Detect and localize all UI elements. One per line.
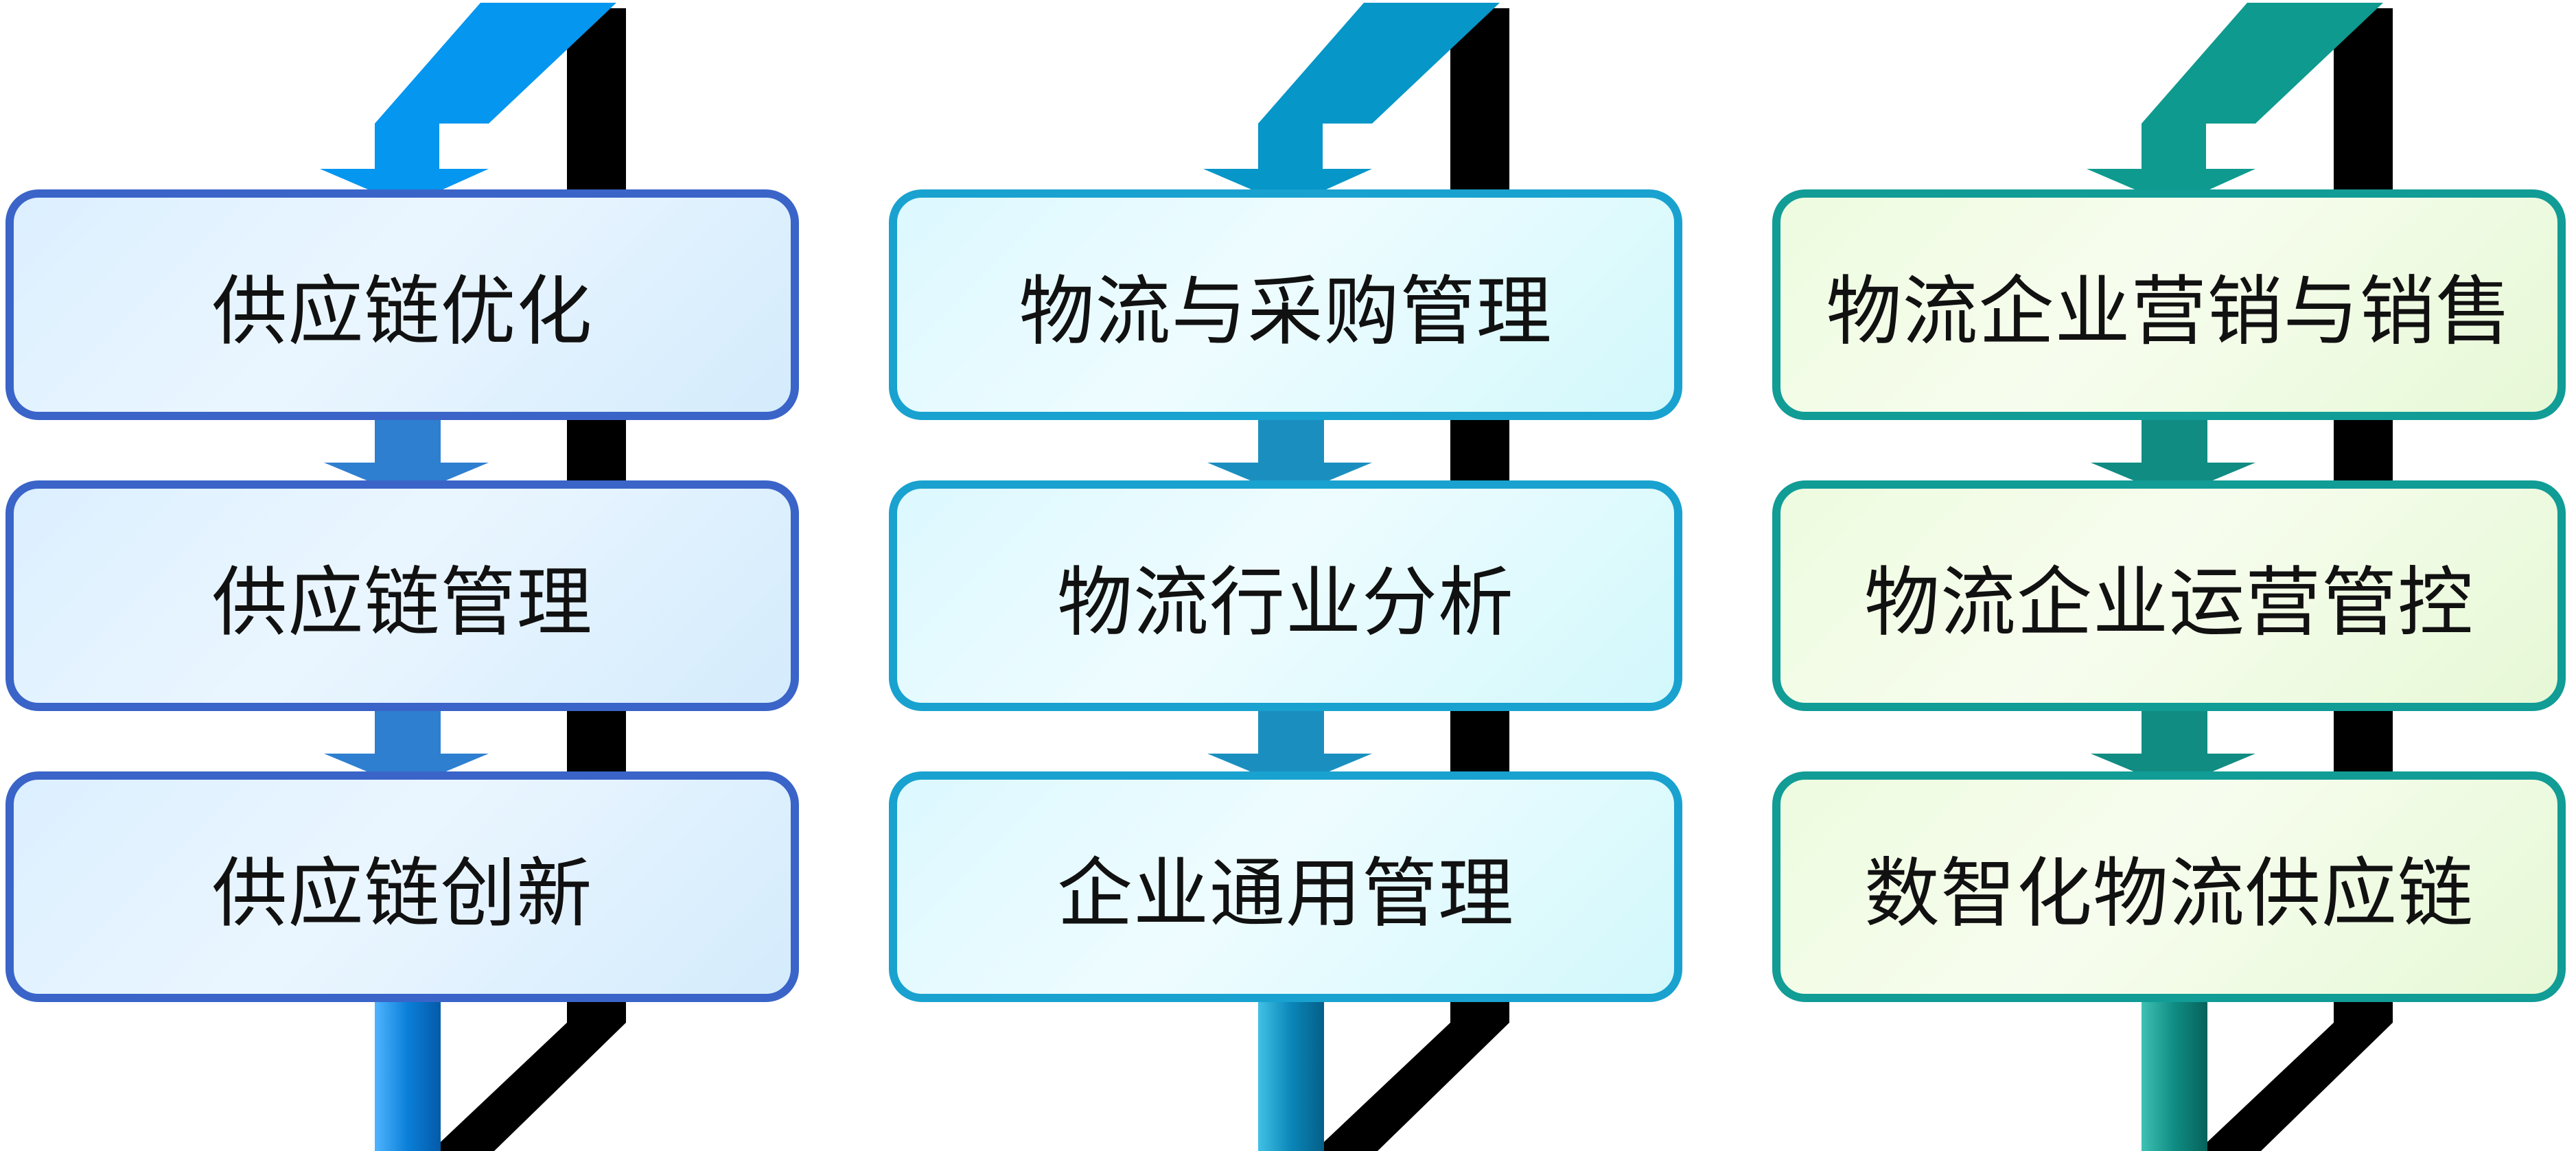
entry-arrow [320,3,616,206]
flow-box-label: 物流企业运营管控 [1864,559,2474,647]
down-arrow-1 [2091,420,2255,497]
flow-box-label: 企业通用管理 [1057,850,1514,938]
down-arrow-1 [324,420,489,497]
flow-box-2: 物流行业分析 [889,480,1682,711]
flow-box-2: 物流企业运营管控 [1772,480,2566,711]
flow-column-3: 物流企业营销与销售 物流企业运营管控 数智化物流供应链 [1767,0,2576,1151]
flow-column-2: 物流与采购管理 物流行业分析 企业通用管理 [883,0,1693,1151]
down-arrow-2 [1207,711,1372,788]
flow-column-1: 供应链优化 供应链管理 供应链创新 [0,0,810,1151]
exit-pipe [2142,1002,2207,1151]
flow-box-1: 供应链优化 [5,189,799,420]
exit-pipe [375,1002,441,1151]
flow-box-3: 数智化物流供应链 [1772,771,2566,1002]
flow-box-label: 物流企业营销与销售 [1826,268,2512,356]
flow-box-3: 供应链创新 [5,771,799,1002]
down-arrow-2 [2091,711,2255,788]
flow-box-label: 物流与采购管理 [1019,268,1553,356]
flow-box-2: 供应链管理 [5,480,799,711]
entry-arrow [1203,3,1500,206]
flow-box-label: 物流行业分析 [1057,559,1514,647]
flow-box-3: 企业通用管理 [889,771,1682,1002]
entry-arrow [2087,3,2383,206]
flow-box-label: 供应链创新 [211,850,593,938]
exit-pipe [1258,1002,1324,1151]
flow-box-label: 供应链优化 [211,268,593,356]
down-arrow-1 [1207,420,1372,497]
flow-box-1: 物流与采购管理 [889,189,1682,420]
down-arrow-2 [324,711,489,788]
flow-box-label: 供应链管理 [211,559,593,647]
flow-box-label: 数智化物流供应链 [1864,850,2474,938]
flow-box-1: 物流企业营销与销售 [1772,189,2566,420]
